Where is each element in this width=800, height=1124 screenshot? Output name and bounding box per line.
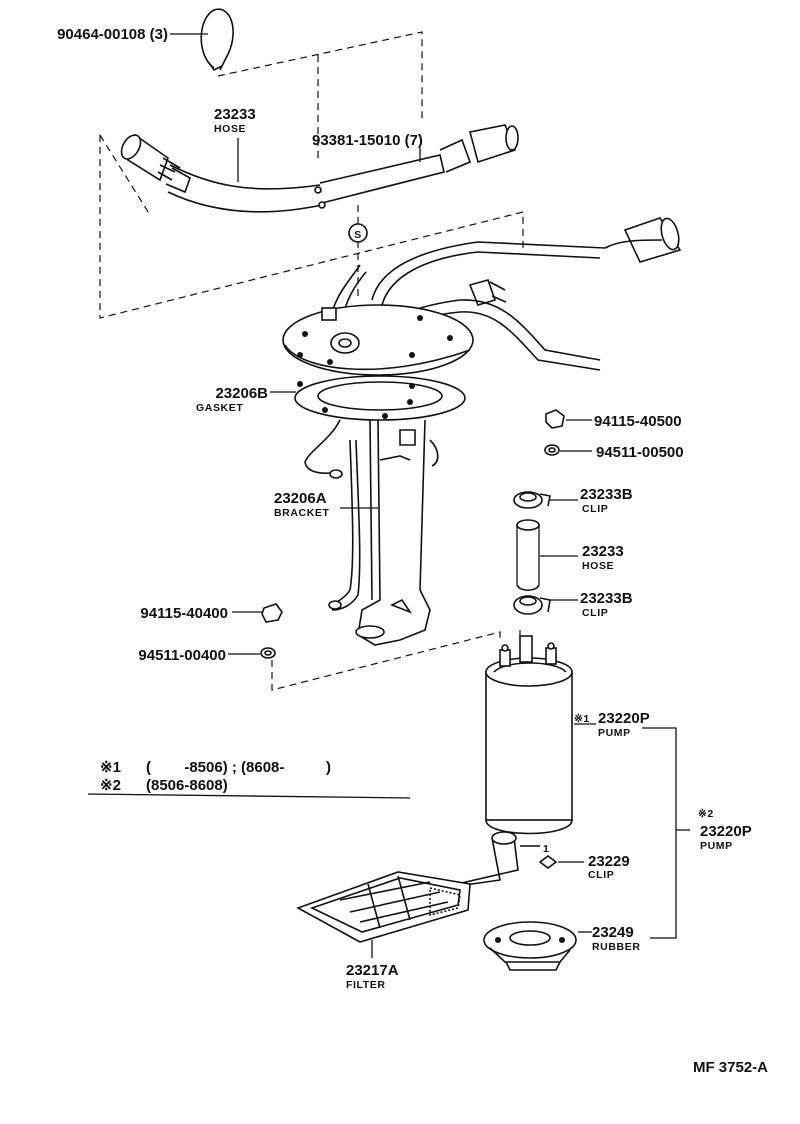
legend-text-2: (8506-8608): [146, 777, 228, 794]
part-number-93381-15010: 93381-15010 (7): [312, 132, 423, 149]
part-number-23249: 23249: [592, 924, 634, 941]
part-number-23233-lower: 23233: [582, 543, 624, 560]
part-number-23206B: 23206B: [215, 385, 268, 402]
fuel-pump-part: [485, 635, 596, 835]
legend-mark-2: ※2: [100, 777, 121, 794]
washer-94511-00500: [544, 444, 592, 456]
part-number-94511-00400: 94511-00400: [138, 647, 226, 664]
bracket-part: [304, 419, 439, 646]
clip-lower-part: [513, 595, 578, 615]
ring-clamp-part: [170, 8, 234, 72]
part-number-23233B-lower: 23233B: [580, 590, 633, 607]
part-name-hose-upper: HOSE: [214, 123, 246, 135]
part-number-90464-00108: 90464-00108 (3): [57, 26, 168, 43]
fuel-filter-part: [296, 831, 519, 958]
part-name-hose-lower: HOSE: [582, 560, 614, 572]
part-number-23229: 23229: [588, 853, 630, 870]
part-name-gasket: GASKET: [196, 402, 243, 414]
nut-94115-40400: [232, 603, 283, 623]
part-number-94511-00500: 94511-00500: [596, 444, 684, 461]
short-hose-part: [516, 519, 578, 592]
part-number-23233-upper: 23233: [214, 106, 256, 123]
rubber-mount-part: [483, 921, 592, 971]
part-number-23233B-upper: 23233B: [580, 486, 633, 503]
legend-text-1: ( -8506) ; (8608- ): [146, 759, 331, 776]
legend-underline: [87, 793, 411, 799]
part-name-clip-lower: CLIP: [582, 607, 608, 619]
part-name-rubber: RUBBER: [592, 941, 641, 953]
part-name-pump-2: PUMP: [700, 840, 733, 852]
washer-94511-00400: [228, 647, 276, 659]
part-number-23206A: 23206A: [274, 490, 327, 507]
part-number-23220P-1: 23220P: [598, 710, 650, 727]
part-name-filter: FILTER: [346, 979, 386, 991]
pump-mark-2: ※2: [698, 808, 714, 820]
pump-callout-bracket: [642, 727, 690, 939]
part-name-bracket: BRACKET: [274, 507, 330, 519]
part-name-clip-23229: CLIP: [588, 869, 614, 881]
diagram-code: MF 3752-A: [693, 1059, 768, 1076]
part-number-23217A: 23217A: [346, 962, 399, 979]
clip-23229-part: [520, 845, 584, 869]
upper-hose-part: [120, 124, 519, 213]
assembly-outline-dashed: [99, 31, 524, 691]
part-number-94115-40400: 94115-40400: [140, 605, 228, 622]
part-number-23220P-2: 23220P: [700, 823, 752, 840]
qty-mark: 1: [543, 843, 549, 855]
part-name-clip-upper: CLIP: [582, 503, 608, 515]
s-symbol: S: [348, 223, 368, 243]
s-symbol-text: S: [354, 229, 362, 241]
part-number-94115-40500: 94115-40500: [594, 413, 682, 430]
legend-mark-1: ※1: [100, 759, 121, 776]
pump-mark-1: ※1: [574, 713, 590, 725]
clip-upper-part: [513, 491, 578, 509]
sender-plate-part: [282, 217, 682, 376]
nut-94115-40500: [545, 409, 592, 429]
gasket-part: [270, 375, 466, 421]
part-name-pump-1: PUMP: [598, 727, 631, 739]
